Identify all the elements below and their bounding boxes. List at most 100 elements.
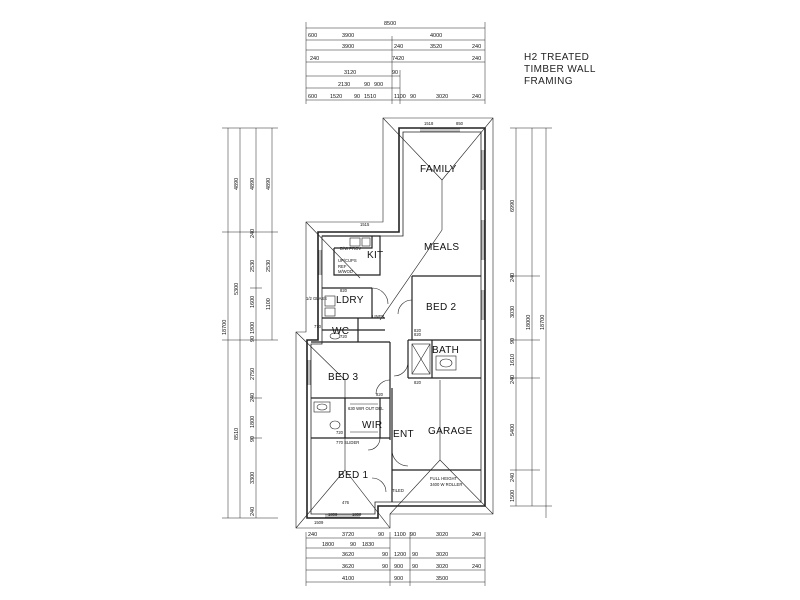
top-dim-r7-5: 90 [410,94,416,100]
ann-mw: M/WOD [338,269,353,274]
right-dim-c1-3: 90 [510,338,516,344]
room-garage: GARAGE [428,426,473,437]
door-swings [367,287,413,493]
ann-roller2: 3400 W ROLLER [430,482,462,487]
bot-dim-r4-3: 90 [412,564,418,570]
room-wir: WIR [362,420,382,431]
left-dim-c2-1: 240 [250,229,256,238]
top-dim-r7-2: 90 [354,94,360,100]
ann-roller: FULL HEIGHT [430,476,458,481]
right-dimension-lines [510,127,552,518]
left-dim-c3-2: 1100 [266,298,272,310]
left-dim-c2-6: 2750 [250,368,256,380]
left-dimensions: 18700 4890 5300 8510 4890 240 2530 1600 … [222,178,272,516]
bottom-dimensions: 240 3720 90 1100 90 3020 240 1800 90 183… [308,532,481,582]
bot-dim-r2-2: 1830 [362,542,374,548]
bot-dim-r4-2: 900 [394,564,403,570]
ann-dw: D/W PROV [340,246,361,251]
top-dim-r2-2: 4000 [430,33,442,39]
top-dim-r7-3: 1510 [364,94,376,100]
top-dimension-lines [305,22,486,104]
top-dim-r4-1: 7420 [392,56,404,62]
ann-820b: 820 [414,332,422,337]
top-dim-r3-2: 3520 [430,44,442,50]
left-dimension-lines [222,127,278,519]
room-labels: FAMILY MEALS KIT LDRY BED 2 WC BATH BED … [328,164,473,481]
top-dim-r7-0: 600 [308,94,317,100]
ann-w2: 1809 [328,512,338,517]
ann-476: 476 [342,500,350,505]
ann-820e: 820 [414,328,422,333]
interior-walls [311,235,481,502]
room-ldry: LDRY [336,295,364,306]
top-dim-r5-1: 90 [392,70,398,76]
left-dim-c1-2: 8510 [234,428,240,440]
left-dim-c2-0: 4890 [250,178,256,190]
top-dimensions: 8500 600 3900 4000 3900 240 3520 240 240… [308,21,481,100]
room-bed1: BED 1 [338,470,369,481]
ann-tiled: TILED [392,488,404,493]
ann-robe: 630 WIR OUT DEL [348,406,384,411]
top-dim-r7-6: 3020 [436,94,448,100]
ann-glass: 1/2 GLASS [306,296,327,301]
bottom-dimension-lines [305,532,486,586]
right-dim-c1-7: 240 [510,473,516,482]
left-dim-c2-4: 1900 [250,322,256,334]
bot-dim-r2-0: 1800 [322,542,334,548]
ann-820a: 820 [340,288,348,293]
framing-note: H2 TREATED TIMBER WALL FRAMING [524,52,596,88]
ann-w3: 1809 [352,512,362,517]
room-bed3: BED 3 [328,372,359,383]
right-dim-c1-5: 240 [510,375,516,384]
right-dim-c1-0: 6990 [510,200,516,212]
top-dim-r6-2: 900 [374,82,383,88]
ann-kit-top: 1515 [360,222,370,227]
room-bath: BATH [432,345,459,356]
top-dim-r3-3: 240 [472,44,481,50]
outer-walls [306,127,486,519]
right-dim-c1-6: 5400 [510,424,516,436]
ann-slider: 770 SLIDER [336,440,359,445]
bot-dim-r3-1: 90 [382,552,388,558]
ann-family-window2: 850 [456,121,464,126]
room-meals: MEALS [424,242,459,253]
fixtures [313,237,457,433]
framing-note-line-1: H2 TREATED [524,52,590,63]
left-dim-c1-0: 4890 [234,178,240,190]
framing-note-line-3: FRAMING [524,76,573,87]
left-dim-outer: 18700 [222,320,228,335]
top-dim-r5-0: 3120 [344,70,356,76]
top-dim-r4-0: 240 [310,56,319,62]
right-dim-c2-1: 18700 [540,315,546,330]
ann-720b: 720 [336,430,344,435]
top-dim-r4-2: 240 [472,56,481,62]
left-dim-c2-10: 3300 [250,472,256,484]
bot-dim-r1-6: 240 [472,532,481,538]
right-dim-c2-0: 18000 [526,315,532,330]
bot-dim-r4-4: 3020 [436,564,448,570]
ann-w1: 1509 [314,520,324,525]
left-dim-c2-7: 240 [250,393,256,402]
room-bed2: BED 2 [426,302,457,313]
bot-dim-r4-0: 3620 [342,564,354,570]
left-dim-c2-9: 90 [250,436,256,442]
bot-dim-r5-1: 900 [394,576,403,582]
ann-770: 770 [314,324,322,329]
left-dim-c2-8: 1800 [250,416,256,428]
roof-lines [295,117,494,529]
room-kit: KIT [367,250,383,261]
bot-dim-r2-1: 90 [350,542,356,548]
bot-dim-r1-5: 3020 [436,532,448,538]
left-dim-c3-1: 2530 [266,260,272,272]
bot-dim-r4-1: 90 [382,564,388,570]
ann-linen: LINEN [372,314,384,319]
room-ent: ENT [393,429,414,440]
top-dim-r6-1: 90 [364,82,370,88]
right-dim-c1-4: 1610 [510,354,516,366]
right-dimensions: 6990 240 3030 90 1610 240 5400 240 1500 … [510,200,546,502]
right-dim-c1-1: 240 [510,273,516,282]
framing-note-line-2: TIMBER WALL [524,64,596,75]
right-dim-c1-2: 3030 [510,306,516,318]
top-dim-r2-1: 3900 [342,33,354,39]
